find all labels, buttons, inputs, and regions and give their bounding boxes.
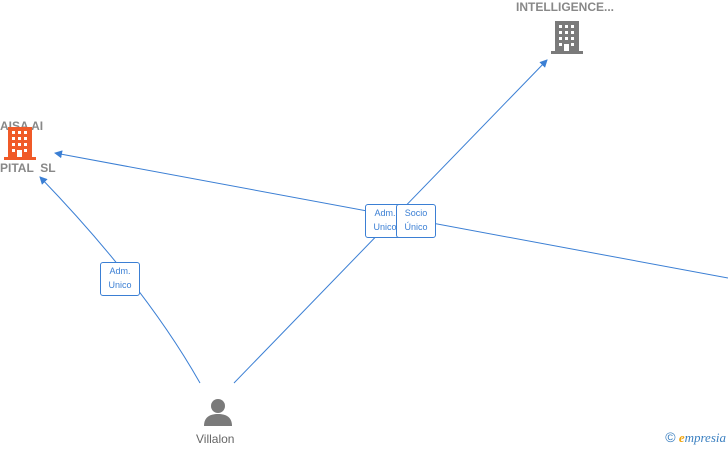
edge-label-line2: Unico	[108, 280, 132, 290]
edge-label-adm-unico-left[interactable]: Adm. Unico	[100, 262, 140, 296]
building-icon[interactable]	[4, 125, 36, 161]
copyright-symbol: ©	[665, 429, 676, 445]
person-icon[interactable]	[203, 397, 233, 427]
edge-label-line2: Único	[404, 222, 428, 232]
brand-initial: e	[678, 430, 685, 445]
brand-name: mpresia	[684, 430, 726, 445]
empresia-logo: © empresia	[665, 429, 726, 446]
edge-label-line2: Unico	[373, 222, 397, 232]
left-company-label-line2: PITAL SL	[0, 161, 56, 175]
building-icon[interactable]	[551, 19, 583, 55]
edge-label-line1: Adm.	[109, 266, 131, 276]
edge-label-socio-unico[interactable]: Socio Único	[396, 204, 436, 238]
top-company-label[interactable]: INTELLIGENCE...	[515, 0, 614, 14]
person-label[interactable]: Villalon	[196, 432, 235, 446]
edge-label-line1: Adm.	[374, 208, 396, 218]
edge-label-line1: Socio	[404, 208, 428, 218]
